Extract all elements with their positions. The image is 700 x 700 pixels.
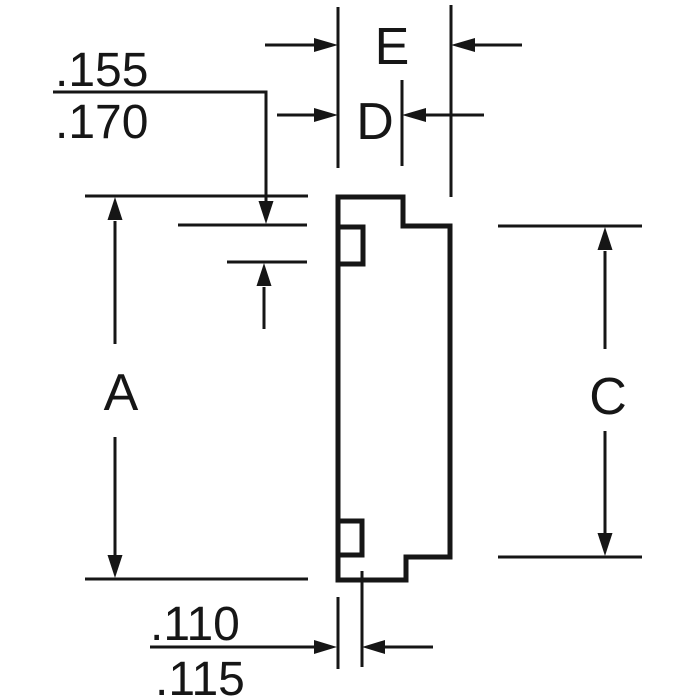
callout-upper-notch: .155 .170 <box>53 44 307 329</box>
arrowhead-c-up-icon <box>597 227 613 250</box>
arrowhead-tab-right-pointing-icon <box>314 640 337 654</box>
upper-notch-min-value: .155 <box>55 44 148 97</box>
callout-lower-tab: .110 .115 <box>150 571 433 700</box>
label-a: A <box>104 364 139 422</box>
upper-notch-max-value: .170 <box>55 96 148 149</box>
lower-notch-outline <box>338 518 365 558</box>
arrowhead-notch-up-icon <box>256 263 272 286</box>
lower-tab-min-value: .110 <box>150 598 240 651</box>
part-outline-group <box>335 194 453 583</box>
dimension-d: D <box>277 80 484 166</box>
dimension-c: C <box>498 224 642 559</box>
arrowhead-a-up-icon <box>107 197 123 220</box>
dimension-a: A <box>85 194 308 581</box>
arrowhead-e-left-icon <box>314 38 338 52</box>
arrowhead-d-right-icon <box>402 108 426 122</box>
arrowhead-leader-down-icon <box>258 201 274 224</box>
arrowhead-tab-left-pointing-icon <box>362 640 385 654</box>
lower-tab-max-value: .115 <box>155 653 245 700</box>
label-c: C <box>589 368 627 426</box>
dimension-e: E <box>265 5 522 197</box>
leader-line <box>53 90 268 202</box>
label-d: D <box>356 93 394 151</box>
arrowhead-a-down-icon <box>107 555 123 578</box>
arrowhead-d-left-icon <box>314 108 338 122</box>
label-e: E <box>375 18 410 76</box>
arrowhead-c-down-icon <box>597 533 613 556</box>
upper-notch-outline <box>338 224 366 267</box>
arrowhead-e-right-icon <box>451 38 475 52</box>
